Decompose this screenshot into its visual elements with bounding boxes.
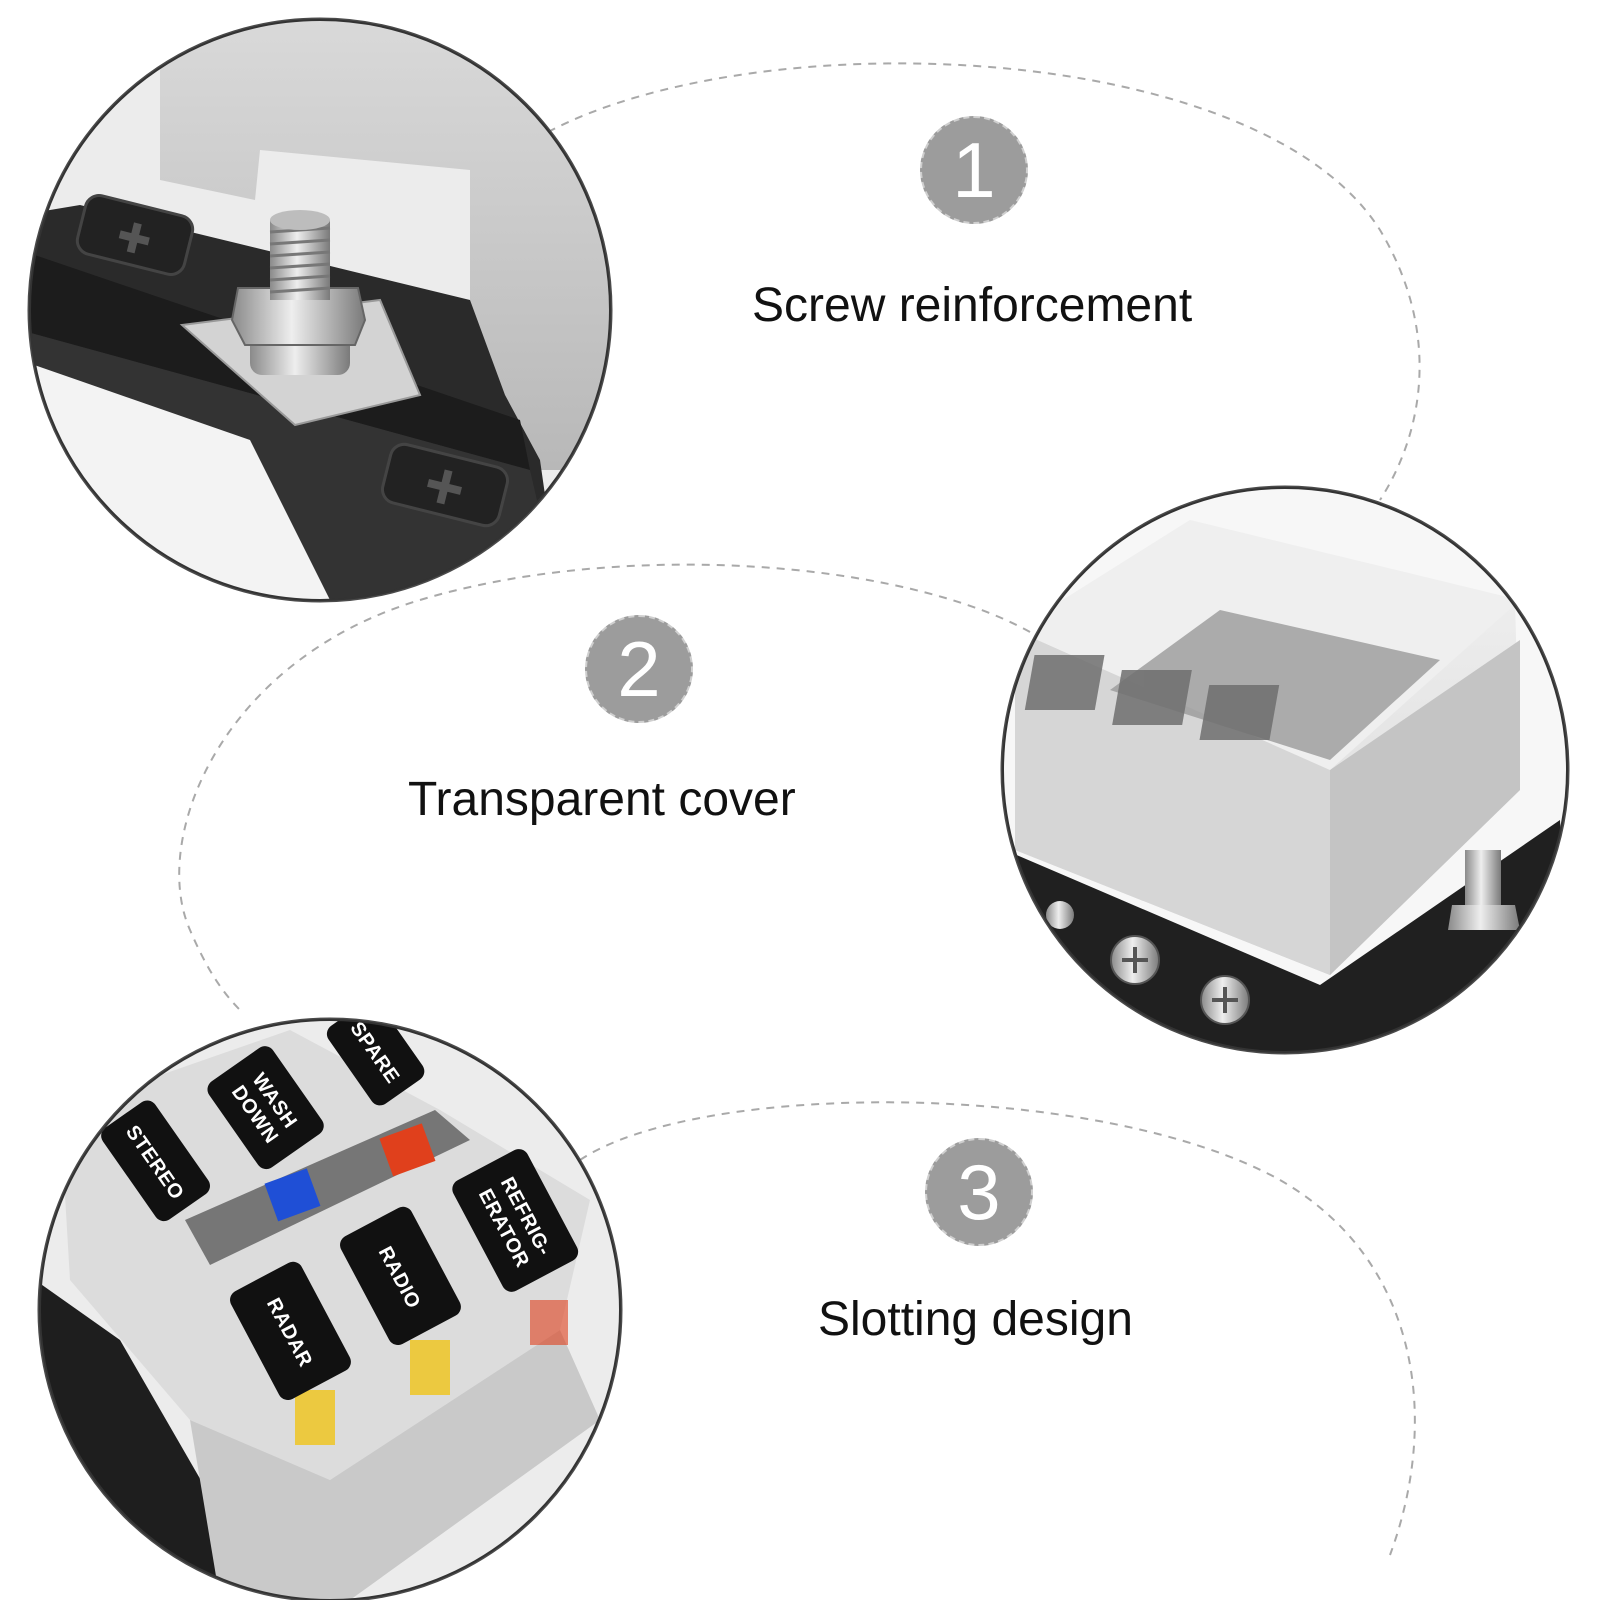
dashed-connector-lines [178,62,1421,1556]
fuse-label-radio: RADIO [340,1206,461,1345]
feature-caption-slotting-design: Slotting design [818,1293,1133,1346]
feature-number-2: 2 [585,615,693,723]
dashed-curve-1 [547,62,1421,501]
feature-number-3: 3 [925,1138,1033,1246]
fuse-label-wash-down: WASH DOWN [207,1046,324,1170]
feature-caption-transparent-cover: Transparent cover [408,773,796,826]
bolt-icon [230,210,367,375]
dashed-curve-2 [178,563,1031,1011]
bolt-icon-cover [1448,850,1520,930]
dashed-curve-3 [579,1101,1416,1556]
photo-screw-terminal [27,17,613,603]
fuse-label-spare: SPARE [326,1020,425,1106]
photo-slotting-design: SPARE WASH DOWN STEREO REFRIG- ERATOR RA… [37,1017,623,1600]
photo-transparent-cover [1000,485,1570,1055]
screw-heads [1046,901,1250,1025]
feature-number-1: 1 [920,116,1028,224]
fuse-label-radar: RADAR [230,1261,351,1400]
plus-mark-icon [75,194,510,528]
fuse-label-refrigerator: REFRIG- ERATOR [452,1149,579,1292]
fuse-colors [264,1123,568,1445]
feature-caption-screw-reinforcement: Screw reinforcement [752,279,1193,332]
